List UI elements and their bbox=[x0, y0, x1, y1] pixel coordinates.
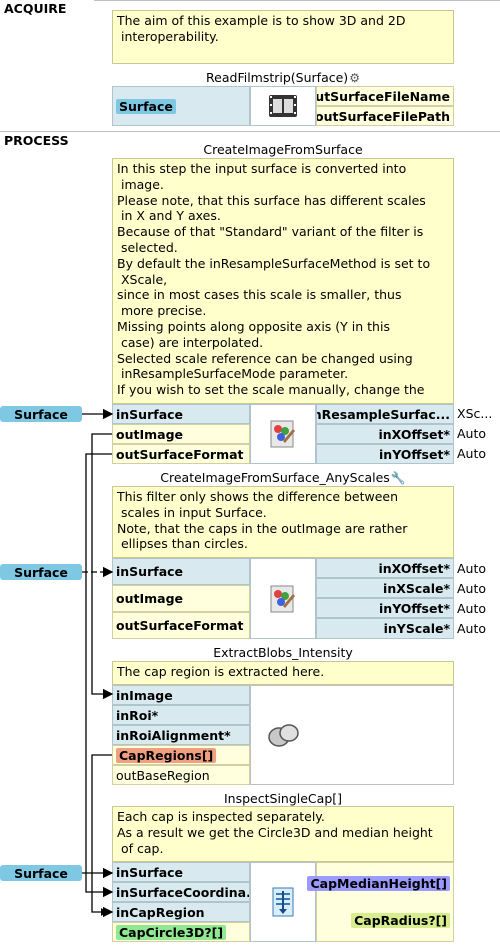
param-inxoffset[interactable]: inXOffset* bbox=[316, 424, 454, 444]
filter-title-extractblobs[interactable]: ExtractBlobs_Intensity bbox=[213, 645, 353, 660]
param-outsurfacefilepath[interactable]: outSurfaceFilePath bbox=[316, 106, 454, 126]
connection-line bbox=[91, 433, 114, 700]
param-value[interactable]: Auto bbox=[457, 601, 487, 616]
blobs-icon bbox=[268, 724, 299, 747]
comment-line: By default the inResampleSurfaceMethod i… bbox=[117, 255, 431, 271]
port-outimage[interactable]: outImage bbox=[112, 424, 250, 444]
comment-line: Missing points along opposite axis (Y in… bbox=[117, 318, 390, 334]
filter-title-createimagefromsurface[interactable]: CreateImageFromSurface bbox=[203, 142, 363, 157]
param-inyscale[interactable]: inYScale* bbox=[316, 618, 454, 639]
comment-line: case) are interpolated. bbox=[117, 334, 264, 350]
comment-line: If you wish to set the scale manually, c… bbox=[117, 382, 425, 398]
filter-icon-createimage[interactable] bbox=[250, 404, 316, 464]
image-convert-icon bbox=[270, 585, 295, 612]
comment-line: Each cap is inspected separately. bbox=[117, 809, 325, 824]
filter-title-readfilmstrip[interactable]: ReadFilmstrip(Surface)⚙ bbox=[112, 70, 454, 85]
output-tag-capradius[interactable]: CapRadius?[] bbox=[351, 913, 450, 928]
port-insurface[interactable]: inSurface bbox=[112, 558, 250, 585]
outputs-area: CapMedianHeight[] CapRadius?[] bbox=[307, 862, 454, 942]
section-process: PROCESS bbox=[4, 133, 69, 148]
comment-line: in X and Y axes. bbox=[117, 208, 221, 224]
comment-line: The aim of this example is to show 3D an… bbox=[117, 13, 406, 28]
param-value[interactable]: Auto bbox=[457, 581, 487, 596]
comment-line: Please note, that this surface has diffe… bbox=[117, 192, 426, 208]
filter-title-anyscales[interactable]: CreateImageFromSurface_AnyScales🔧 bbox=[112, 470, 454, 485]
gear-icon[interactable]: ⚙ bbox=[349, 71, 360, 85]
section-separator bbox=[0, 131, 500, 132]
comment-line: As a result we get the Circle3D and medi… bbox=[117, 824, 433, 840]
comment-line: image. bbox=[117, 176, 164, 192]
output-tag-surface[interactable]: Surface bbox=[116, 98, 176, 114]
extractblobs-comment: The cap region is extracted here. bbox=[112, 661, 454, 685]
anyscales-comment: This filter only shows the difference be… bbox=[112, 486, 454, 558]
comment-line: more precise. bbox=[117, 303, 207, 319]
createimage-comment: In this step the input surface is conver… bbox=[112, 158, 454, 404]
connection-line bbox=[91, 754, 114, 918]
acquire-comment: The aim of this example is to show 3D an… bbox=[112, 10, 454, 64]
output-tag-capcircle3d[interactable]: CapCircle3D?[] bbox=[116, 924, 227, 940]
port-insurfacecoordinates[interactable]: inSurfaceCoordina... bbox=[112, 882, 250, 902]
source-surface-1[interactable]: Surface bbox=[0, 406, 82, 422]
port-insurface[interactable]: inSurface bbox=[112, 862, 250, 882]
comment-line: ellipses than circles. bbox=[117, 536, 248, 552]
port-outimage[interactable]: outImage bbox=[112, 585, 250, 612]
comment-line: interoperability. bbox=[117, 28, 219, 44]
filter-icon-filmstrip[interactable] bbox=[250, 86, 316, 126]
port-capcircle3d[interactable]: CapCircle3D?[] bbox=[112, 922, 250, 942]
filter-icon-anyscales[interactable] bbox=[250, 558, 316, 639]
inspectcap-comment: Each cap is inspected separately. As a r… bbox=[112, 806, 454, 862]
filter-icon-inspectcap[interactable] bbox=[250, 862, 316, 942]
param-inyoffset[interactable]: inYOffset* bbox=[316, 444, 454, 464]
port-incapregion[interactable]: inCapRegion bbox=[112, 902, 250, 922]
param-inxoffset[interactable]: inXOffset* bbox=[316, 558, 454, 578]
param-outsurfacefilename[interactable]: outSurfaceFileName bbox=[316, 86, 454, 106]
comment-line: XScale, bbox=[117, 271, 168, 287]
param-value[interactable]: Auto bbox=[457, 621, 487, 636]
comment-line: of cap. bbox=[117, 840, 164, 856]
comment-line: The cap region is extracted here. bbox=[117, 664, 325, 679]
comment-line: inResampleSurfaceMode parameter. bbox=[117, 366, 349, 382]
array-arrow-marker bbox=[101, 908, 107, 916]
comment-line: In this step the input surface is conver… bbox=[117, 161, 407, 176]
param-value[interactable]: Auto bbox=[457, 561, 487, 576]
port-outbaseregion[interactable]: outBaseRegion bbox=[112, 765, 250, 785]
port-capregions[interactable]: CapRegions[] bbox=[112, 745, 250, 765]
port-outsurfaceformat[interactable]: outSurfaceFormat bbox=[112, 444, 250, 464]
source-surface-3[interactable]: Surface bbox=[0, 865, 82, 881]
section-separator bbox=[94, 0, 500, 1]
section-acquire: ACQUIRE bbox=[4, 1, 67, 16]
comment-line: scales in input Surface. bbox=[117, 504, 267, 520]
port-inroialignment[interactable]: inRoiAlignment* bbox=[112, 725, 250, 745]
image-convert-icon bbox=[270, 420, 295, 448]
filter-title-text: CreateImageFromSurface_AnyScales bbox=[160, 470, 390, 485]
filter-title-inspectsinglecap[interactable]: InspectSingleCap[] bbox=[223, 791, 343, 806]
wrench-icon[interactable]: 🔧 bbox=[390, 471, 406, 485]
param-value[interactable]: XSc... bbox=[457, 406, 493, 421]
comment-line: Note, that the caps in the outImage are … bbox=[117, 520, 408, 536]
comment-line: This filter only shows the difference be… bbox=[117, 489, 399, 504]
empty-port: Surface bbox=[112, 86, 250, 126]
comment-line: Selected scale reference can be changed … bbox=[117, 350, 413, 366]
param-inxscale[interactable]: inXScale* bbox=[316, 578, 454, 598]
connection-line bbox=[85, 453, 114, 898]
filter-title-text: ReadFilmstrip(Surface) bbox=[206, 70, 349, 85]
comment-line: since in most cases this scale is smalle… bbox=[117, 287, 402, 303]
filter-icon-extractblobs[interactable] bbox=[250, 685, 454, 785]
macro-filter-icon bbox=[272, 887, 294, 917]
comment-line: Because of that "Standard" variant of th… bbox=[117, 224, 424, 240]
source-surface-2[interactable]: Surface bbox=[0, 564, 82, 580]
filmstrip-icon bbox=[269, 95, 297, 117]
output-tag-capmedianheight[interactable]: CapMedianHeight[] bbox=[307, 876, 450, 891]
output-tag-capregions[interactable]: CapRegions[] bbox=[116, 747, 217, 763]
param-value[interactable]: Auto bbox=[457, 426, 487, 441]
param-value[interactable]: Auto bbox=[457, 446, 487, 461]
port-inroi[interactable]: inRoi* bbox=[112, 705, 250, 725]
comment-line: selected. bbox=[117, 239, 178, 255]
port-insurface[interactable]: inSurface bbox=[112, 404, 250, 424]
param-inyoffset[interactable]: inYOffset* bbox=[316, 598, 454, 618]
param-inresamplesurface[interactable]: inResampleSurfac... bbox=[316, 404, 454, 424]
port-outsurfaceformat[interactable]: outSurfaceFormat bbox=[112, 612, 250, 639]
port-inimage[interactable]: inImage bbox=[112, 685, 250, 705]
